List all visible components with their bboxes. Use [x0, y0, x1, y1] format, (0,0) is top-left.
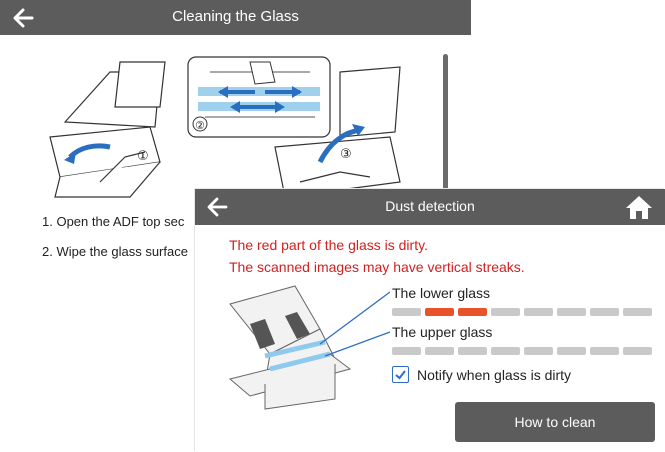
glass-segment-clean	[623, 308, 652, 316]
back-arrow-icon[interactable]	[10, 5, 36, 31]
glass-segment-clean	[491, 308, 520, 316]
glass-segment-clean	[590, 347, 619, 355]
glass-segment-clean	[590, 308, 619, 316]
glass-segment-clean	[557, 347, 586, 355]
cleaning-glass-screen: Cleaning the Glass ① ②	[0, 0, 471, 262]
page-title: Cleaning the Glass	[172, 8, 299, 25]
callout-1: ①	[137, 149, 149, 164]
glass-segment-clean	[392, 308, 421, 316]
header-bar: Dust detection	[195, 189, 665, 225]
callout-3: ③	[340, 147, 352, 162]
scrollbar[interactable]	[443, 54, 448, 194]
glass-segment-clean	[557, 308, 586, 316]
glass-segment-clean	[491, 347, 520, 355]
lower-glass-meter	[392, 308, 652, 316]
upper-glass-label: The upper glass	[392, 324, 493, 340]
glass-segment-clean	[458, 347, 487, 355]
checkmark-icon	[395, 370, 406, 380]
back-arrow-icon[interactable]	[205, 195, 229, 219]
cleaning-illustration: ① ② ③	[49, 56, 401, 198]
glass-segment-clean	[524, 347, 553, 355]
glass-segment-clean	[425, 347, 454, 355]
glass-segment-clean	[623, 347, 652, 355]
glass-segment-clean	[524, 308, 553, 316]
glass-segment-clean	[392, 347, 421, 355]
step-2-text: 2. Wipe the glass surface	[42, 244, 188, 259]
step-1-text: 1. Open the ADF top sec	[42, 214, 185, 229]
home-icon[interactable]	[625, 194, 653, 220]
header-bar: Cleaning the Glass	[0, 0, 471, 35]
notify-checkbox[interactable]	[392, 366, 409, 383]
dialog-title: Dust detection	[385, 198, 475, 214]
glass-segment-dirty	[458, 308, 487, 316]
notify-label: Notify when glass is dirty	[417, 366, 572, 383]
dust-detection-dialog: Dust detection The red part of the glass…	[195, 189, 665, 452]
notify-checkbox-row[interactable]: Notify when glass is dirty	[392, 366, 571, 383]
lower-glass-label: The lower glass	[392, 285, 491, 301]
glass-segment-dirty	[425, 308, 454, 316]
how-to-clean-button[interactable]: How to clean	[455, 402, 655, 442]
callout-2: ②	[195, 119, 205, 132]
scanner-glass-illustration	[228, 285, 390, 410]
upper-glass-meter	[392, 347, 652, 355]
warning-line-2: The scanned images may have vertical str…	[229, 259, 525, 275]
warning-line-1: The red part of the glass is dirty.	[229, 237, 428, 253]
